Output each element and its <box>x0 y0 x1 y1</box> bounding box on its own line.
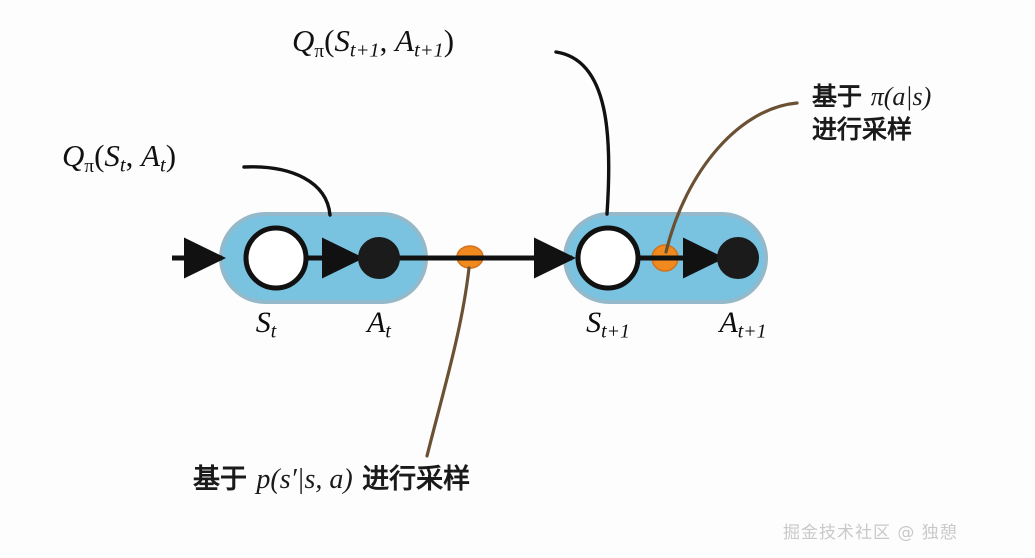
state-symbol: S <box>334 23 350 58</box>
annotation-policy-prefix: 基于 <box>812 82 871 111</box>
caption-symbol: A <box>367 306 386 339</box>
comma: , <box>125 138 142 173</box>
annotation-transition-suffix: 进行采样 <box>352 464 471 495</box>
node-state-t <box>243 225 309 291</box>
leader-policy-sampling <box>664 101 799 254</box>
caption-subscript: t <box>385 320 391 343</box>
caption-subscript: t+1 <box>737 320 767 343</box>
annotation-transition-sampling: 基于 p(s′|s, a) 进行采样 <box>193 462 470 498</box>
annotation-policy-line2: 进行采样 <box>812 114 913 144</box>
annotation-policy-line1: 基于 π(a|s) <box>812 80 931 114</box>
leader-q-current <box>242 165 332 217</box>
caption-subscript: t <box>270 320 277 343</box>
caption-state-t1: St+1 <box>586 306 630 344</box>
watermark: 掘金技术社区 @ 独憩 <box>783 523 958 543</box>
caption-subscript: t+1 <box>601 320 630 343</box>
policy-math: π(a|s) <box>870 82 932 111</box>
state-subscript: t+1 <box>349 39 380 62</box>
caption-action-t: At <box>367 306 391 344</box>
paren-open: ( <box>324 23 335 58</box>
label-q-next: Qπ(St+1, At+1) <box>292 23 454 63</box>
comma: , <box>379 23 396 58</box>
state-symbol: S <box>104 138 120 173</box>
annotation-policy-sampling: 基于 π(a|s) 进行采样 <box>812 80 931 146</box>
caption-symbol: A <box>719 306 738 339</box>
leader-line-group <box>242 50 799 458</box>
caption-symbol: S <box>586 306 602 339</box>
transition-math: p(s′|s, a) <box>256 464 353 495</box>
annotation-transition-prefix: 基于 <box>193 464 257 495</box>
state-subscript: t <box>119 154 126 177</box>
node-group <box>243 225 759 291</box>
leader-q-next <box>554 50 611 216</box>
paren-close: ) <box>443 23 455 58</box>
node-action-t1 <box>717 237 759 279</box>
sampling-dot-group <box>455 244 680 272</box>
action-subscript: t <box>160 154 166 177</box>
leader-transition-sampling <box>425 266 471 458</box>
action-symbol: A <box>395 23 415 58</box>
paren-close: ) <box>165 138 177 173</box>
action-subscript: t+1 <box>414 39 444 62</box>
caption-action-t1: At+1 <box>719 306 766 344</box>
node-state-t1 <box>575 225 641 291</box>
label-q-current: Qπ(St, At) <box>62 138 176 178</box>
pi-subscript: π <box>84 155 95 177</box>
action-symbol: A <box>141 138 161 173</box>
caption-symbol: S <box>255 306 271 339</box>
node-action-t <box>358 237 400 279</box>
caption-state-t: St <box>256 306 277 344</box>
paren-open: ( <box>94 138 105 173</box>
pi-subscript: π <box>314 40 325 62</box>
q-symbol: Q <box>62 138 85 173</box>
q-symbol: Q <box>292 23 315 58</box>
